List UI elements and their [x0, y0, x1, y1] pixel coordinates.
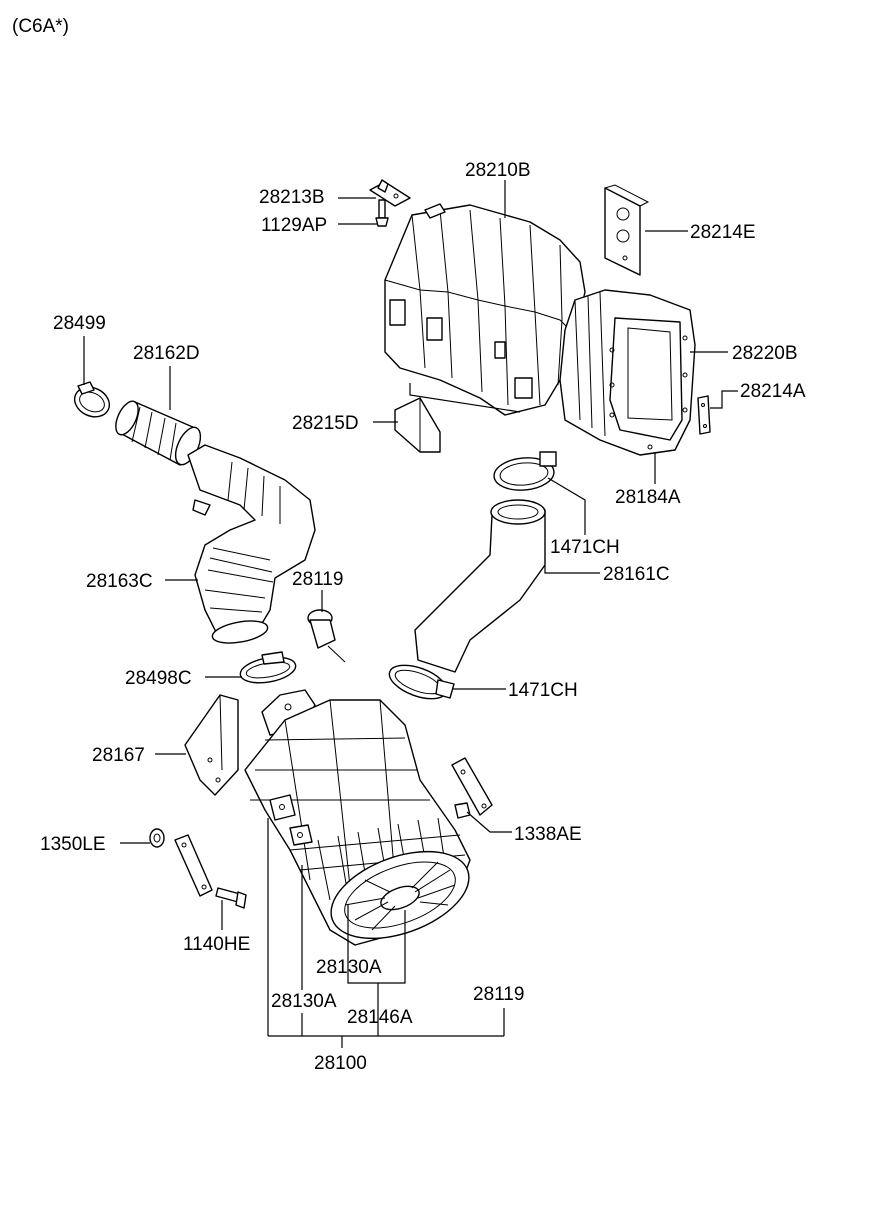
sensor-28119-part [307, 609, 346, 663]
label-28119-bottom: 28119 [473, 984, 524, 1005]
label-1140he: 1140HE [183, 934, 250, 955]
air-cleaner-housing-part [384, 203, 586, 416]
label-28499: 28499 [53, 313, 106, 334]
label-28146a: 28146A [347, 1007, 413, 1028]
label-28119-top: 28119 [292, 569, 343, 590]
label-28100: 28100 [314, 1053, 367, 1074]
hose-28163c-part [187, 444, 316, 644]
leader-lines [83, 180, 738, 1048]
clamp-28499-part [73, 381, 111, 418]
tube-28161c-part [414, 499, 546, 673]
clamp-28498c-part [239, 651, 297, 684]
label-28210b: 28210B [465, 160, 531, 181]
bracket-28214e-part [604, 184, 650, 276]
label-1338ae: 1338AE [514, 824, 582, 845]
label-28130a-right: 28130A [316, 957, 382, 978]
label-28167: 28167 [92, 745, 145, 766]
label-28184a: 28184A [615, 487, 681, 508]
label-28161c: 28161C [603, 564, 670, 585]
label-28215d: 28215D [292, 413, 359, 434]
strap-bracket-part [174, 834, 213, 897]
label-28220b: 28220B [732, 343, 798, 364]
label-28213b: 28213B [259, 187, 325, 208]
bracket-28214a-part [697, 395, 711, 435]
clamp-1471ch-bottom-part [388, 664, 455, 700]
label-1471ch-bottom: 1471CH [508, 680, 578, 701]
label-1350le: 1350LE [40, 834, 106, 855]
label-28162d: 28162D [133, 343, 200, 364]
bracket-28215d-part [394, 397, 441, 453]
label-28498c: 28498C [125, 668, 192, 689]
clamp-1471ch-top-part [493, 451, 557, 491]
bolt-1129ap-part [375, 199, 389, 227]
bracket-1338ae-part [451, 757, 493, 819]
label-28130a-left: 28130A [271, 991, 337, 1012]
bracket-28167-part [184, 694, 239, 796]
label-28214e: 28214E [690, 222, 756, 243]
label-28163c: 28163C [86, 571, 153, 592]
bolt-1140he-part [215, 887, 247, 909]
hose-28162d-part [115, 400, 202, 466]
cover-28146a-part [330, 850, 470, 940]
nut-1350le-part [149, 828, 165, 848]
model-code-label: (C6A*) [12, 16, 69, 37]
gasket-28184a-part [599, 439, 676, 456]
duct-28220b-part [559, 289, 696, 456]
label-1471ch-top: 1471CH [550, 537, 620, 558]
label-28214a: 28214A [740, 381, 806, 402]
label-1129ap: 1129AP [261, 215, 327, 236]
bracket-28213b-part [369, 179, 411, 207]
